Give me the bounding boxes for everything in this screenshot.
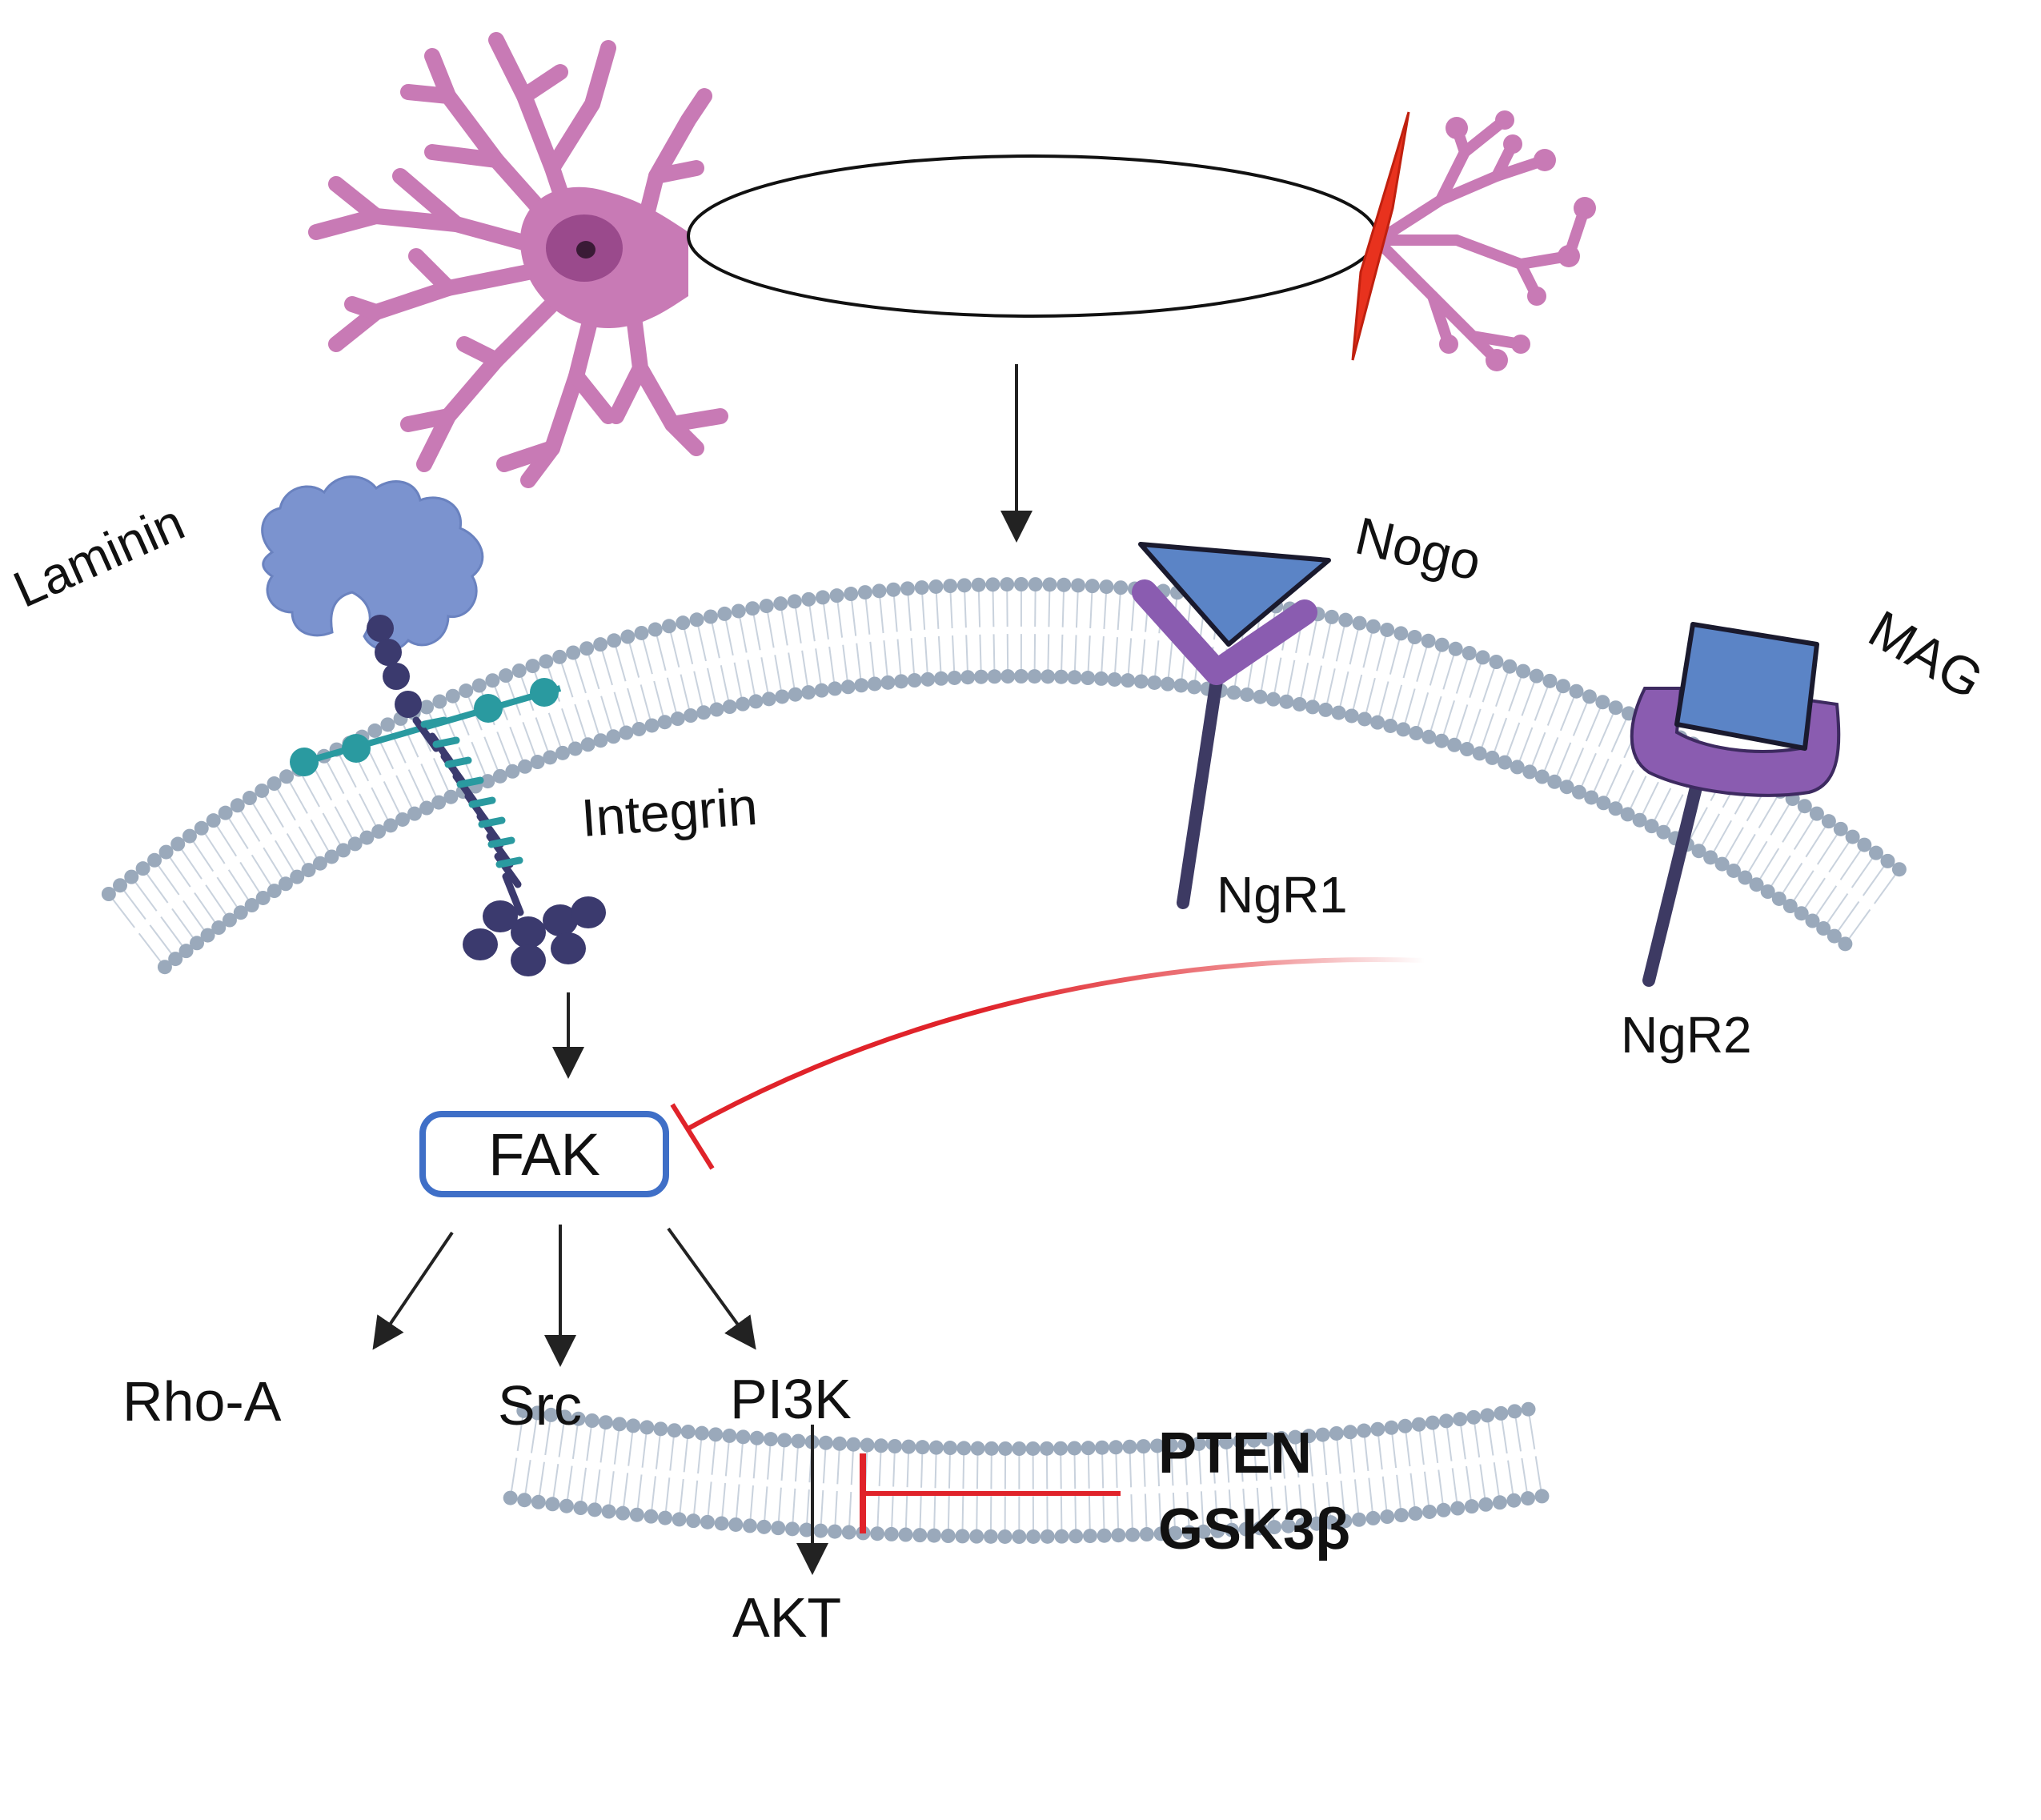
fak-label: FAK xyxy=(488,1121,600,1188)
pi3k-label: PI3K xyxy=(730,1368,852,1430)
neuron-dendrites xyxy=(308,32,728,488)
mag-ligand xyxy=(1674,622,1819,751)
laminin-shape xyxy=(261,475,484,652)
ngr1-receptor xyxy=(1132,542,1331,909)
neuron-cell-illustration xyxy=(308,32,1596,488)
integrin-label: Integrin xyxy=(579,776,760,848)
integrin-complex xyxy=(261,475,606,976)
integrin-beads-top xyxy=(367,615,422,718)
inhibition-ngr1-to-fak xyxy=(687,957,1425,1131)
ngr1-y-head xyxy=(1132,579,1317,685)
arrow-fak-to-rhoa xyxy=(372,1231,454,1350)
ngr2-stalk xyxy=(1642,778,1703,987)
akt-label: AKT xyxy=(732,1586,841,1649)
nogo-ligand xyxy=(1138,542,1331,647)
fak-box xyxy=(419,1111,669,1197)
ngr2-cup xyxy=(1630,687,1841,797)
gsk3b-label: GSK3β xyxy=(1158,1497,1350,1561)
lower-cell-membrane xyxy=(503,1401,1550,1544)
laminin-label: Laminin xyxy=(5,493,192,619)
integrin-beads-bottom xyxy=(463,896,606,976)
nogo-label: Nogo xyxy=(1350,506,1486,592)
ngr1-label: NgR1 xyxy=(1217,866,1348,924)
neuron-nucleolus xyxy=(576,241,595,259)
ngr1-stalk xyxy=(1177,674,1223,909)
integrin-helix xyxy=(412,716,524,916)
pten-label: PTEN xyxy=(1158,1421,1312,1485)
ngr2-receptor xyxy=(1630,622,1841,987)
labels: Laminin Integrin Nogo MAG NgR1 NgR2 FAK … xyxy=(5,493,1993,1649)
inhibition-bar-fak xyxy=(670,1103,715,1170)
axon-terminal-knobs xyxy=(1439,110,1596,371)
src-label: Src xyxy=(498,1374,582,1437)
arrow-fak-to-pi3k xyxy=(667,1227,756,1350)
rhoa-label: Rho-A xyxy=(122,1370,282,1433)
ngr2-label: NgR2 xyxy=(1621,1006,1752,1064)
inhibitions xyxy=(670,957,1425,1533)
mag-label: MAG xyxy=(1859,599,1993,710)
axon-outline xyxy=(687,154,1378,318)
axon-injury-mark xyxy=(1351,111,1410,361)
arrows xyxy=(372,364,1033,1575)
